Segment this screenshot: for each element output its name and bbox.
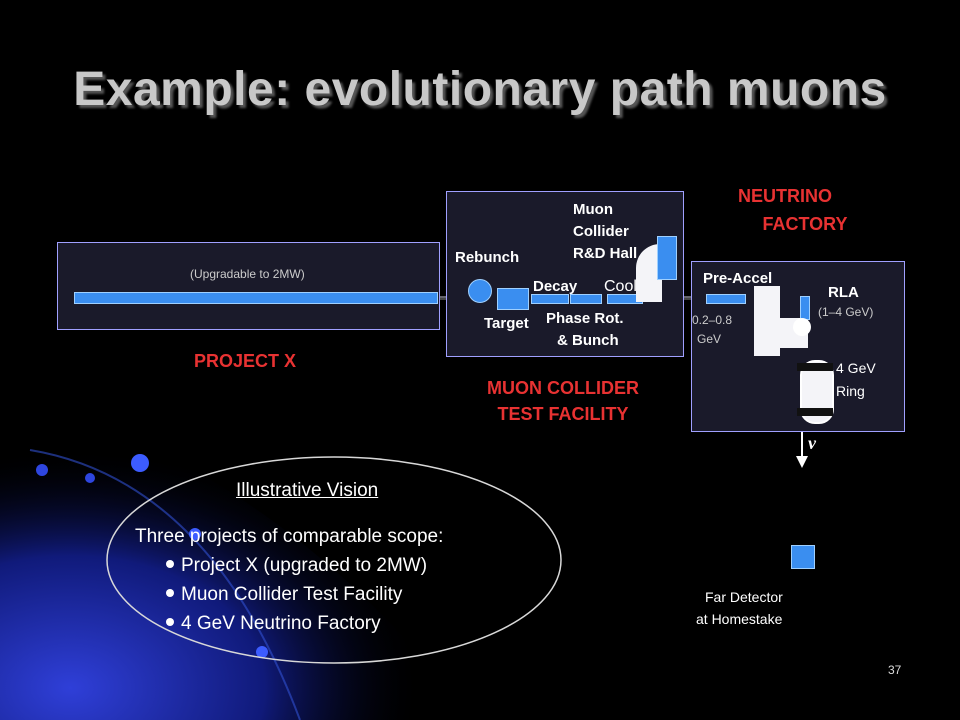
vision-bullet-1: Project X (upgraded to 2MW): [166, 551, 427, 580]
bullet-icon: [166, 617, 174, 626]
vision-ellipse: [106, 456, 562, 664]
project-x-box: [57, 242, 440, 330]
rebunch-label: Rebunch: [455, 249, 520, 266]
neutrino-factory-label-1: NEUTRINO: [738, 186, 832, 206]
rla-label: RLA: [828, 284, 859, 301]
bunch-label: & Bunch: [557, 332, 619, 349]
ring-label-1: 4 GeV: [836, 360, 876, 376]
project-x-label: PROJECT X: [193, 351, 297, 371]
rla-spreader: [793, 318, 811, 336]
far-detector-label-2: at Homestake: [696, 611, 783, 627]
vision-bullet-2: Muon Collider Test Facility: [166, 580, 402, 609]
target-label: Target: [484, 315, 529, 332]
decor-dot: [256, 646, 268, 658]
rd-hall-label-3: R&D Hall: [573, 245, 638, 262]
phase-rot-label: Phase Rot.: [546, 310, 624, 327]
decor-dot: [131, 454, 149, 472]
rd-hall-label-1: Muon: [573, 201, 613, 218]
decay-label: Decay: [533, 278, 578, 295]
vision-heading: Illustrative Vision: [236, 480, 379, 501]
pre-accel-energy-1: 0.2–0.8: [692, 313, 733, 327]
rebunch-element: [468, 279, 492, 303]
cool-label: Cool: [604, 278, 637, 295]
pre-accel-element: [706, 294, 746, 304]
rla-linac: [800, 296, 810, 320]
decor-dot: [189, 528, 201, 540]
neutrino-arrow-head: [796, 456, 808, 468]
far-detector-label-1: Far Detector: [705, 589, 783, 605]
rd-hall-label-2: Collider: [573, 223, 629, 240]
far-detector-element: [791, 545, 815, 569]
decay-element: [531, 294, 569, 304]
ring-gap-top: [797, 363, 833, 371]
upgradable-label: (Upgradable to 2MW): [190, 267, 305, 281]
vision-bullet-3: 4 GeV Neutrino Factory: [166, 609, 381, 638]
phase-rotation-element: [570, 294, 602, 304]
rla-arc-white: [754, 286, 780, 356]
project-x-linac: [74, 292, 438, 304]
slide-title: Example: evolutionary path muons: [73, 63, 887, 116]
neutrino-factory-label-2: FACTORY: [762, 214, 848, 234]
decor-dot: [85, 473, 95, 483]
ring-label-2: Ring: [836, 383, 865, 399]
ring-gap-bottom: [797, 408, 833, 416]
bullet-icon: [166, 559, 174, 568]
rla-energy-label: (1–4 GeV): [818, 305, 874, 319]
decor-dot: [36, 464, 48, 476]
muon-facility-label-2: TEST FACILITY: [497, 404, 629, 424]
rd-hall-element: [657, 236, 677, 280]
muon-facility-label-1: MUON COLLIDER: [487, 378, 639, 398]
vision-intro: Three projects of comparable scope:: [135, 526, 444, 547]
bullet-icon: [166, 588, 174, 597]
pre-accel-label: Pre-Accel: [703, 270, 773, 287]
pre-accel-energy-2: GeV: [697, 332, 722, 346]
neutrino-symbol: ν: [808, 433, 816, 453]
slide-number: 37: [888, 663, 902, 677]
target-element: [497, 288, 529, 310]
